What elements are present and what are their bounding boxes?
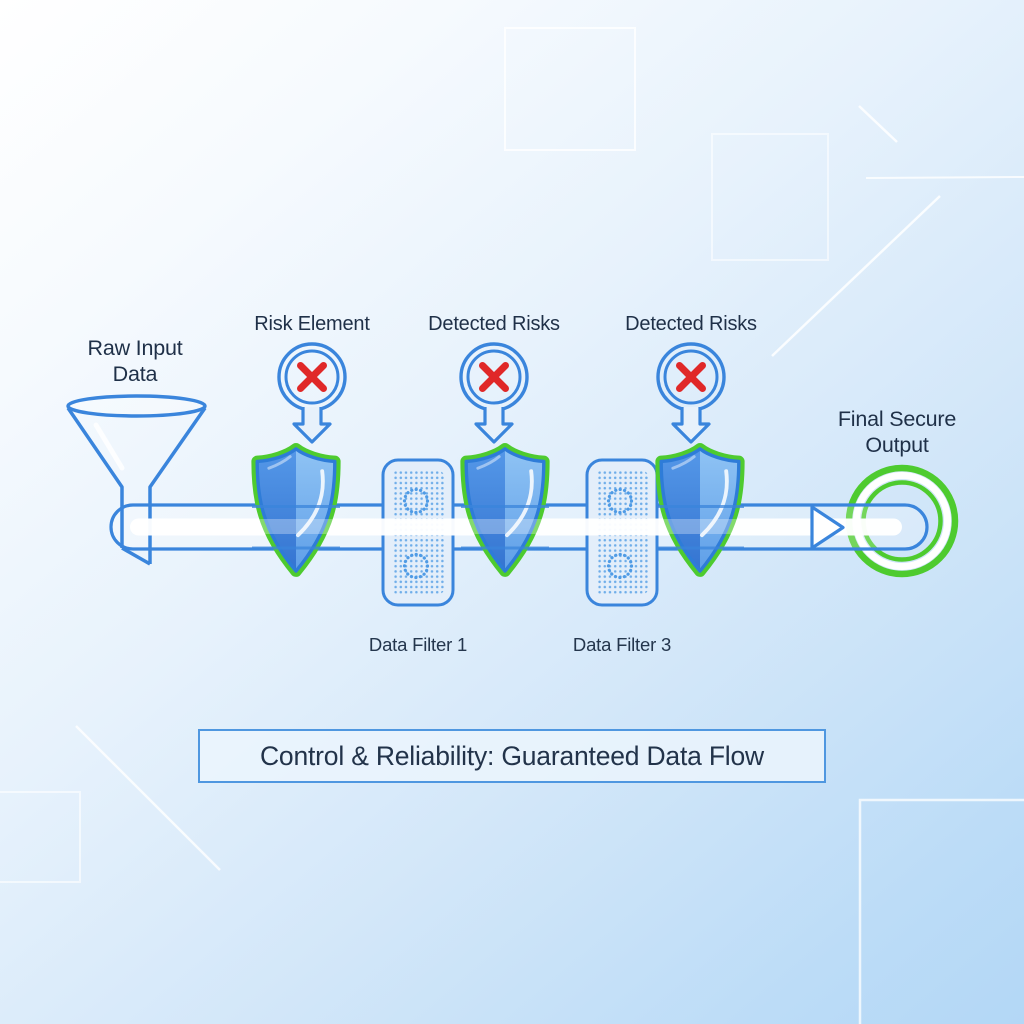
title-banner-text: Control & Reliability: Guaranteed Data F…: [260, 740, 764, 771]
final-output-line-2: Output: [865, 433, 929, 457]
risk-element-label: Risk Element: [254, 313, 370, 335]
circle-x-arrow-icon-2: [461, 344, 527, 442]
raw-input-line-1: Raw Input: [87, 336, 183, 360]
final-output-line-1: Final Secure: [837, 407, 957, 431]
detected-risks-label-2: Detected Risks: [625, 313, 757, 335]
data-filter-3-label: Data Filter 3: [572, 634, 672, 655]
pipe-overlay-lines: [252, 505, 744, 550]
circle-x-arrow-icon-1: [279, 344, 345, 442]
raw-input-line-2: Data: [112, 362, 158, 386]
title-banner: Control & Reliability: Guaranteed Data F…: [198, 729, 826, 783]
shield-icon-3: [661, 449, 739, 571]
flow-arrow-icon: [810, 505, 845, 550]
funnel-icon: [66, 394, 207, 566]
shield-icon-1: [257, 449, 335, 571]
final-secure-output-label: Final Secure Output: [838, 406, 956, 458]
detected-risks-label-1: Detected Risks: [428, 313, 560, 335]
shield-icon-2: [466, 449, 544, 571]
data-filter-1-label: Data Filter 1: [368, 634, 468, 655]
raw-input-label: Raw Input Data: [87, 335, 182, 387]
circle-x-arrow-icon-3: [658, 344, 724, 442]
background-decor-shapes: [0, 27, 1024, 1024]
